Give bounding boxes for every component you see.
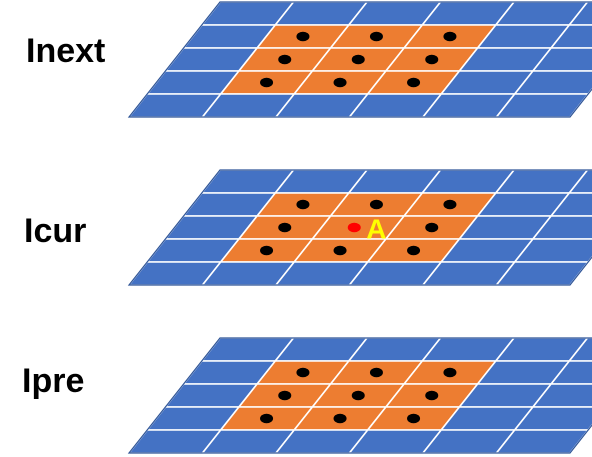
grid-cell-ipre-r2c5 bbox=[531, 383, 592, 408]
neighbor-dot-ipre-r3c1 bbox=[260, 413, 274, 424]
neighbor-dot-inext-r3c3 bbox=[407, 77, 421, 88]
neighbor-dot-icur-r1c3 bbox=[443, 199, 457, 210]
neighbor-dot-icur-r2c3 bbox=[425, 222, 439, 233]
layer-ipre: Ipre bbox=[22, 337, 592, 454]
neighbor-dot-icur-r3c3 bbox=[407, 245, 421, 256]
layer-icur: Icur A bbox=[24, 169, 592, 286]
grid-cell-icur-r1c5 bbox=[549, 192, 592, 217]
layer-label-inext: Inext bbox=[26, 32, 105, 70]
neighbor-dot-ipre-r2c3 bbox=[425, 390, 439, 401]
neighbor-dot-icur-r1c1 bbox=[296, 199, 310, 210]
grid-cell-icur-r0c5 bbox=[567, 169, 592, 194]
grid-cell-ipre-r1c5 bbox=[549, 360, 592, 385]
grid-border-icur bbox=[127, 169, 592, 286]
neighbor-dot-ipre-r3c2 bbox=[333, 413, 347, 424]
neighbor-dot-icur-r3c2 bbox=[333, 245, 347, 256]
grid-cell-ipre-r0c5 bbox=[567, 337, 592, 362]
grid-plane-ipre bbox=[127, 337, 592, 454]
neighbor-dot-inext-r2c3 bbox=[425, 54, 439, 65]
neighbor-dot-ipre-r1c3 bbox=[443, 367, 457, 378]
layer-label-ipre: Ipre bbox=[22, 362, 84, 400]
grid-cell-icur-r2c5 bbox=[531, 215, 592, 240]
neighbor-dot-inext-r1c3 bbox=[443, 31, 457, 42]
layer-label-icur: Icur bbox=[24, 212, 86, 250]
center-point-dot bbox=[347, 222, 361, 233]
grid-plane-icur: A bbox=[127, 169, 592, 286]
grid-border-inext bbox=[127, 1, 592, 118]
neighbor-dot-inext-r2c1 bbox=[278, 54, 292, 65]
neighbor-dot-ipre-r2c1 bbox=[278, 390, 292, 401]
neighbor-dot-ipre-r2c2 bbox=[351, 390, 365, 401]
layer-inext: Inext bbox=[26, 1, 592, 118]
center-point-label: A bbox=[366, 214, 386, 245]
neighbor-dot-ipre-r3c3 bbox=[407, 413, 421, 424]
grid-border-ipre bbox=[127, 337, 592, 454]
neighbor-dot-inext-r2c2 bbox=[351, 54, 365, 65]
grid-cell-inext-r1c5 bbox=[549, 24, 592, 49]
neighbor-dot-inext-r3c1 bbox=[260, 77, 274, 88]
neighbor-dot-ipre-r1c2 bbox=[369, 367, 383, 378]
neighbor-dot-icur-r2c1 bbox=[278, 222, 292, 233]
neighbor-dot-inext-r1c2 bbox=[369, 31, 383, 42]
grid-cell-inext-r2c5 bbox=[531, 47, 592, 72]
grid-cell-inext-r0c5 bbox=[567, 1, 592, 26]
neighbor-dot-inext-r3c2 bbox=[333, 77, 347, 88]
neighbor-dot-inext-r1c1 bbox=[296, 31, 310, 42]
neighbor-dot-icur-r1c2 bbox=[369, 199, 383, 210]
neighbor-dot-icur-r3c1 bbox=[260, 245, 274, 256]
neighbor-dot-ipre-r1c1 bbox=[296, 367, 310, 378]
grid-plane-inext bbox=[127, 1, 592, 118]
